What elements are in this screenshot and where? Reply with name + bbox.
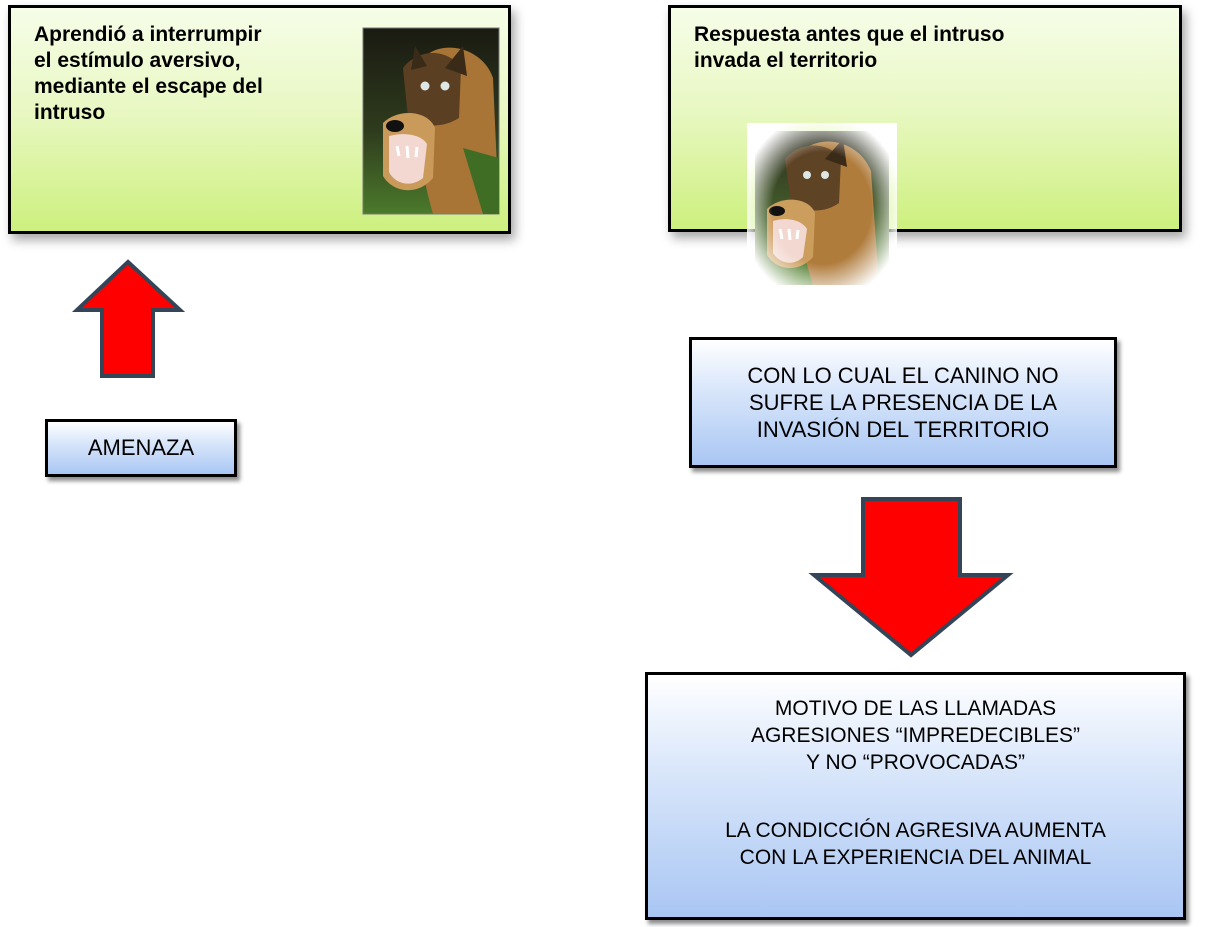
threat-label: AMENAZA xyxy=(87,435,195,460)
right-panel-text: Respuesta antes que el intruso invada el… xyxy=(694,23,1005,72)
consequence-box: CON LO CUAL EL CANINO NO SUFRE LA PRESEN… xyxy=(689,337,1117,468)
up-arrow xyxy=(71,259,186,378)
conclusion-motive-text: MOTIVO DE LAS LLAMADAS AGRESIONES “IMPRE… xyxy=(750,697,1081,774)
conclusion-box: MOTIVO DE LAS LLAMADAS AGRESIONES “IMPRE… xyxy=(645,672,1186,920)
consequence-text: CON LO CUAL EL CANINO NO SUFRE LA PRESEN… xyxy=(747,363,1059,442)
conclusion-experience-text: LA CONDICCIÓN AGRESIVA AUMENTA CON LA EX… xyxy=(725,819,1106,869)
soft-dog-icon xyxy=(747,123,897,293)
threat-label-box: AMENAZA xyxy=(45,419,237,477)
down-arrow xyxy=(808,497,1014,658)
left-learning-panel: Aprendió a interrumpir el estímulo avers… xyxy=(8,5,511,234)
left-panel-text: Aprendió a interrumpir el estímulo avers… xyxy=(34,23,263,124)
right-response-panel: Respuesta antes que el intruso invada el… xyxy=(668,5,1182,232)
snarling-dog-icon xyxy=(362,27,500,215)
